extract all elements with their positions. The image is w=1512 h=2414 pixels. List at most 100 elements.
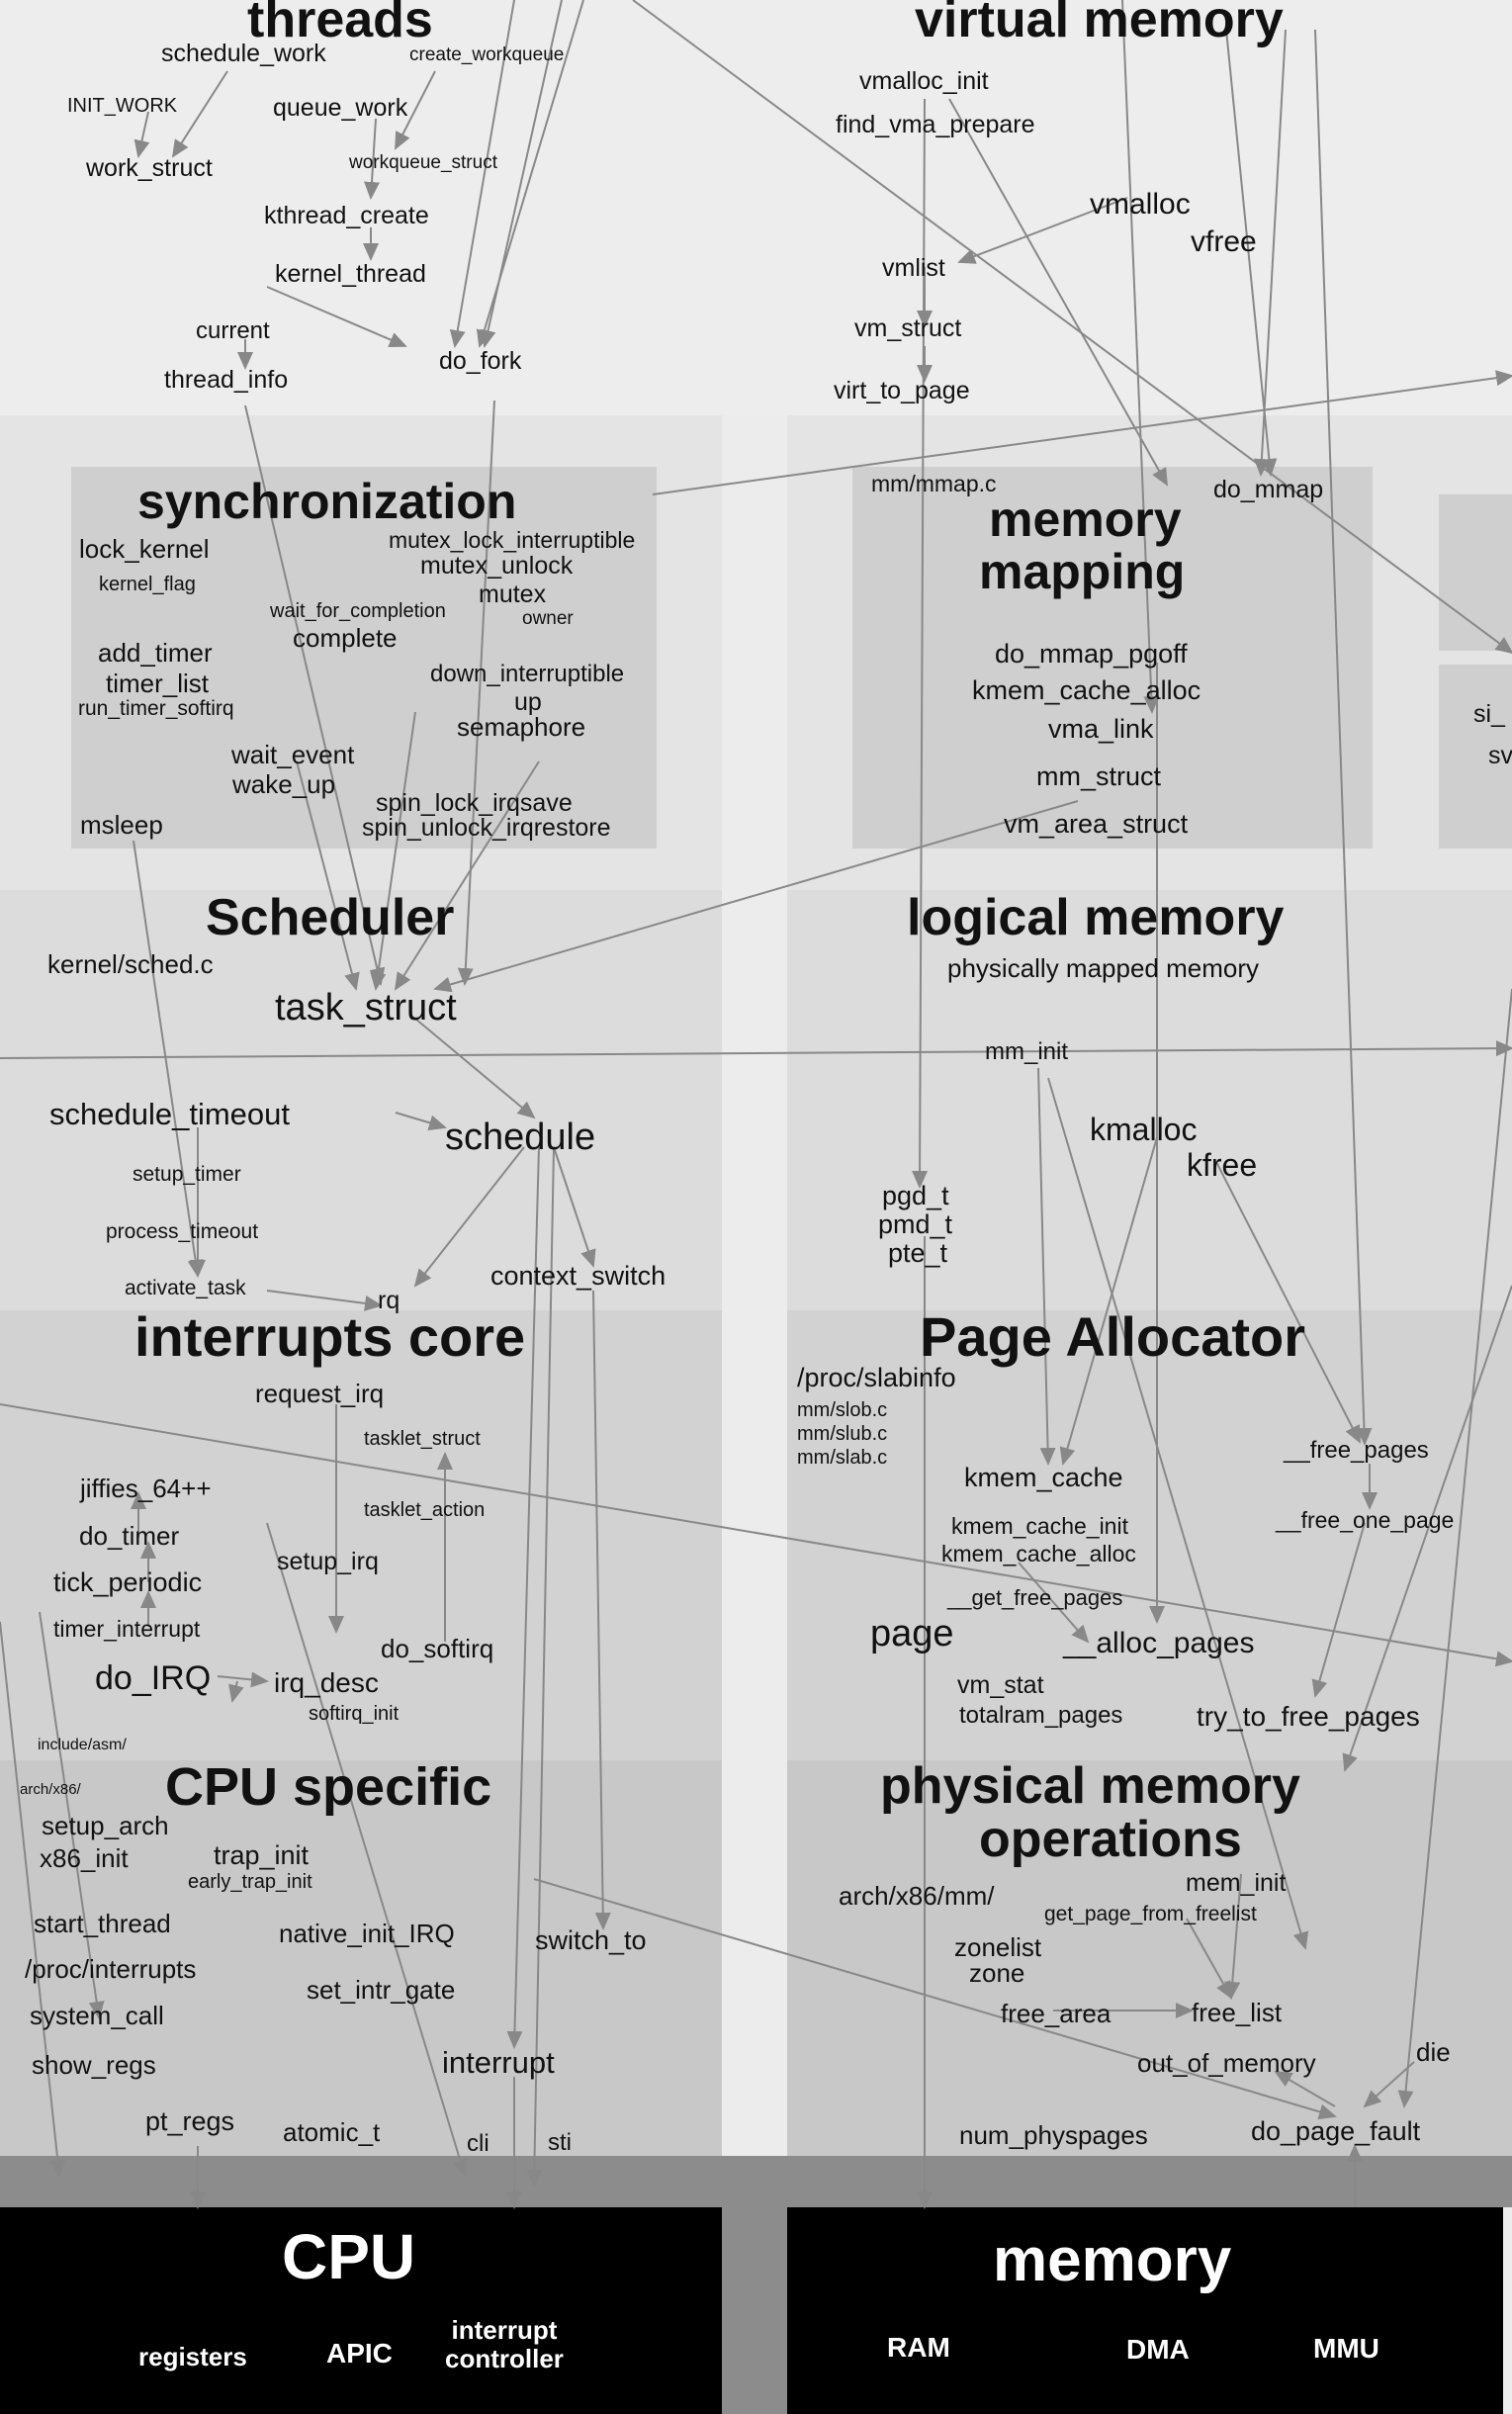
interrupts-label: do_IRQ	[95, 1659, 212, 1697]
sync-label: lock_kernel	[79, 534, 210, 564]
memory-mapping-label: kmem_cache_alloc	[972, 675, 1201, 705]
page-allocator-label: page	[870, 1613, 954, 1654]
cpu-specific-label: set_intr_gate	[307, 1975, 456, 2005]
threads-label: queue_work	[273, 94, 408, 122]
page-allocator-label: mm/slab.c	[797, 1447, 888, 1469]
logical-memory-subtitle: physically mapped memory	[947, 953, 1260, 983]
cpu-specific-label: sti	[548, 2129, 572, 2156]
cpu-hardware-item: APIC	[326, 2338, 393, 2369]
page-allocator-label: vm_stat	[957, 1671, 1044, 1699]
logical-memory-label: pmd_t	[878, 1209, 953, 1239]
hardware-gap	[722, 2207, 787, 2414]
sync-label: timer_list	[106, 669, 210, 698]
cpu-specific-label: pt_regs	[145, 2106, 235, 2136]
sync-label: down_interruptible	[430, 661, 625, 687]
right-edge-label: si_	[1473, 700, 1505, 728]
sync-label: add_timer	[98, 638, 213, 668]
interrupts-label: tasklet_struct	[364, 1428, 481, 1450]
virtual-memory-label: vmlist	[882, 254, 945, 282]
sync-label: kernel_flag	[99, 574, 196, 595]
scheduler-label: activate_task	[125, 1277, 246, 1299]
scheduler-label: rq	[378, 1287, 400, 1314]
sync-label: wait_event	[231, 740, 355, 769]
logical-memory-label: kfree	[1187, 1147, 1258, 1183]
left-gutter	[722, 415, 787, 2156]
sync-label: owner	[522, 608, 574, 629]
cpu-specific-label: start_thread	[34, 1909, 171, 1938]
right-box-bottom	[1439, 665, 1512, 849]
physical-memory-title-line1: physical memory	[880, 1757, 1300, 1815]
memory-hardware-block	[787, 2207, 1503, 2414]
physical-memory-label: do_page_fault	[1251, 2116, 1421, 2146]
scheduler-label: schedule	[445, 1117, 596, 1158]
virtual-memory-label: vfree	[1191, 225, 1257, 258]
cpu-specific-label: arch/x86/	[20, 1781, 81, 1798]
page-allocator-label: __free_one_page	[1276, 1507, 1455, 1533]
page-allocator-label: __get_free_pages	[947, 1585, 1123, 1610]
cpu-specific-label: early_trap_init	[188, 1871, 312, 1893]
threads-label: workqueue_struct	[349, 152, 497, 173]
sync-label: msleep	[80, 810, 163, 840]
virtual-memory-label: vmalloc_init	[859, 67, 989, 95]
cpu-specific-label: setup_arch	[42, 1811, 169, 1840]
interrupts-label: do_softirq	[381, 1634, 494, 1663]
physical-memory-title-line2: operations	[979, 1811, 1242, 1868]
scheduler-label: schedule_timeout	[49, 1097, 290, 1131]
scheduler-label: context_switch	[490, 1261, 667, 1291]
memory-mapping-label: mm_struct	[1036, 761, 1162, 791]
cpu-specific-label: include/asm/	[38, 1737, 127, 1753]
threads-label: schedule_work	[161, 40, 326, 67]
interrupts-label: irq_desc	[274, 1667, 379, 1698]
physical-memory-label: mem_init	[1186, 1869, 1287, 1897]
cpu-specific-label: switch_to	[535, 1925, 647, 1955]
memory-hardware-item: DMA	[1126, 2334, 1190, 2365]
page-allocator-label: kmem_cache	[964, 1463, 1123, 1492]
memory-mapping-title-line1: memory	[989, 492, 1182, 547]
sync-label: run_timer_softirq	[78, 697, 234, 720]
threads-label: thread_info	[164, 366, 289, 394]
physical-memory-label: zone	[969, 1958, 1025, 1988]
cpu-hardware-item: registers	[138, 2342, 247, 2371]
physical-memory-label: num_physpages	[959, 2120, 1148, 2150]
cpu-specific-label: /proc/interrupts	[25, 1954, 197, 1984]
cpu-hardware-item: interrupt controller	[445, 2315, 564, 2373]
sync-label: complete	[293, 623, 398, 653]
physical-memory-label: free_area	[1001, 1999, 1112, 2028]
memory-mapping-label: do_mmap	[1213, 476, 1324, 503]
page-allocator-label: kmem_cache_init	[951, 1513, 1128, 1539]
threads-label: INIT_WORK	[67, 95, 178, 117]
physical-memory-label: zonelist	[954, 1932, 1042, 1962]
cpu-specific-title: CPU specific	[165, 1757, 492, 1817]
page-allocator-label: kmem_cache_alloc	[941, 1541, 1136, 1566]
logical-memory-title: logical memory	[907, 889, 1285, 946]
threads-label: create_workqueue	[409, 45, 565, 65]
cpu-specific-label: x86_init	[40, 1843, 129, 1873]
sync-label: mutex_unlock	[420, 552, 574, 580]
scheduler-label: kernel/sched.c	[47, 949, 214, 979]
scheduler-label: task_struct	[275, 987, 457, 1028]
scheduler-label: process_timeout	[106, 1220, 259, 1243]
virtual-memory-label: virt_to_page	[834, 377, 970, 404]
threads-label: work_struct	[86, 154, 213, 182]
sync-label: spin_lock_irqsave	[376, 789, 573, 817]
page-allocator-label: mm/slub.c	[797, 1423, 888, 1445]
logical-memory-label: pte_t	[888, 1238, 948, 1268]
memory-mapping-label: do_mmap_pgoff	[995, 639, 1188, 669]
cpu-hardware-title: CPU	[282, 2221, 416, 2292]
scheduler-label: setup_timer	[133, 1163, 241, 1186]
sync-label: semaphore	[457, 712, 586, 742]
cpu-specific-label: system_call	[30, 2001, 164, 2030]
interrupts-label: request_irq	[255, 1379, 385, 1408]
sync-label: spin_unlock_irqrestore	[362, 814, 611, 842]
virtual-memory-label: vmalloc	[1090, 188, 1191, 221]
page-allocator-label: /proc/slabinfo	[797, 1363, 956, 1392]
threads-label: kthread_create	[264, 202, 429, 229]
virtual-memory-label: find_vma_prepare	[836, 111, 1035, 138]
logical-memory-label: kmalloc	[1090, 1112, 1198, 1147]
threads-label: kernel_thread	[275, 260, 426, 288]
cpu-specific-label: show_regs	[32, 2050, 156, 2080]
sync-label: wake_up	[232, 769, 336, 799]
cpu-specific-label: native_init_IRQ	[279, 1919, 455, 1948]
memory-mapping-label: vma_link	[1048, 714, 1154, 744]
